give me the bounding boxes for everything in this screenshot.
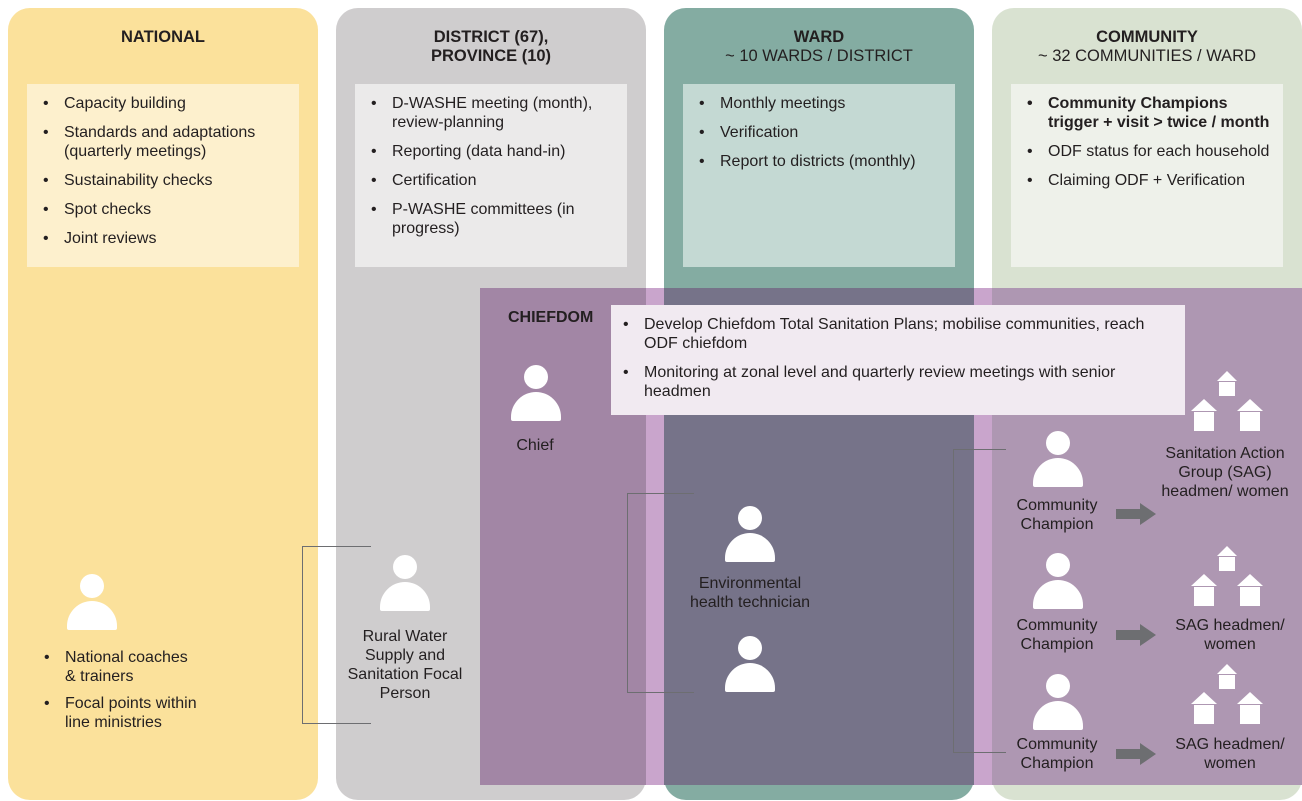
- champion-label: Community Champion: [1016, 736, 1098, 772]
- national-item: Standards and adaptations (quarterly mee…: [37, 123, 291, 161]
- chiefdom-title: CHIEFDOM: [508, 309, 594, 326]
- national-people-list: National coaches & trainers Focal points…: [38, 648, 198, 740]
- community-item: Community Champions trigger + visit > tw…: [1021, 94, 1275, 132]
- sag-label: Sanitation Action Group (SAG) headmen/ w…: [1161, 445, 1289, 500]
- national-people-item: Focal points within line ministries: [38, 694, 198, 732]
- district-item: Reporting (data hand-in): [365, 142, 619, 161]
- focal-person-label: Rural Water Supply and Sanitation Focal …: [347, 628, 463, 702]
- national-title: NATIONAL: [120, 28, 205, 46]
- community-bracket: [953, 449, 1006, 753]
- national-item: Sustainability checks: [37, 171, 291, 190]
- chiefdom-item: Monitoring at zonal level and quarterly …: [617, 363, 1175, 401]
- eht-label: Environmental health technician: [689, 575, 811, 611]
- district-bracket: [302, 546, 371, 724]
- community-subtitle: ~ 32 COMMUNITIES / WARD: [1037, 47, 1257, 65]
- eht-bracket: [627, 493, 694, 693]
- national-item: Joint reviews: [37, 229, 291, 248]
- national-activities: Capacity building Standards and adaptati…: [27, 84, 299, 267]
- community-title: COMMUNITY: [1096, 28, 1198, 46]
- national-item: Capacity building: [37, 94, 291, 113]
- champion-label: Community Champion: [1016, 497, 1098, 533]
- ward-title: WARD: [793, 28, 845, 46]
- focal-person-icon: [380, 555, 430, 611]
- arrow-right-icon: [1116, 503, 1156, 525]
- eht-person-icon: [725, 636, 775, 692]
- district-title: DISTRICT (67),: [433, 28, 549, 46]
- sag-label: SAG headmen/ women: [1175, 617, 1285, 653]
- chief-person-icon: [511, 365, 561, 421]
- district-activities: D-WASHE meeting (month), review-planning…: [355, 84, 627, 267]
- champion-person-icon: [1033, 674, 1083, 730]
- district-item: P-WASHE committees (in progress): [365, 200, 619, 238]
- houses-icon: [1191, 546, 1263, 606]
- champion-label: Community Champion: [1016, 617, 1098, 653]
- ward-item: Report to districts (monthly): [693, 152, 947, 171]
- champion-person-icon: [1033, 431, 1083, 487]
- chief-label: Chief: [516, 437, 554, 454]
- champion-person-icon: [1033, 553, 1083, 609]
- province-title: PROVINCE (10): [430, 47, 552, 65]
- chiefdom-activities: Develop Chiefdom Total Sanitation Plans;…: [611, 305, 1185, 415]
- arrow-right-icon: [1116, 624, 1156, 646]
- community-item: Claiming ODF + Verification: [1021, 171, 1275, 190]
- ward-item: Monthly meetings: [693, 94, 947, 113]
- national-person-icon: [67, 574, 117, 630]
- eht-person-icon: [725, 506, 775, 562]
- district-item: Certification: [365, 171, 619, 190]
- houses-icon: [1191, 371, 1263, 431]
- arrow-right-icon: [1116, 743, 1156, 765]
- national-item: Spot checks: [37, 200, 291, 219]
- ward-subtitle: ~ 10 WARDS / DISTRICT: [725, 47, 913, 65]
- chiefdom-item: Develop Chiefdom Total Sanitation Plans;…: [617, 315, 1175, 353]
- ward-activities: Monthly meetings Verification Report to …: [683, 84, 955, 267]
- ward-item: Verification: [693, 123, 947, 142]
- community-item: ODF status for each household: [1021, 142, 1275, 161]
- sag-label: SAG headmen/ women: [1175, 736, 1285, 772]
- district-item: D-WASHE meeting (month), review-planning: [365, 94, 619, 132]
- national-people-item: National coaches & trainers: [38, 648, 198, 686]
- community-activities: Community Champions trigger + visit > tw…: [1011, 84, 1283, 267]
- houses-icon: [1191, 664, 1263, 724]
